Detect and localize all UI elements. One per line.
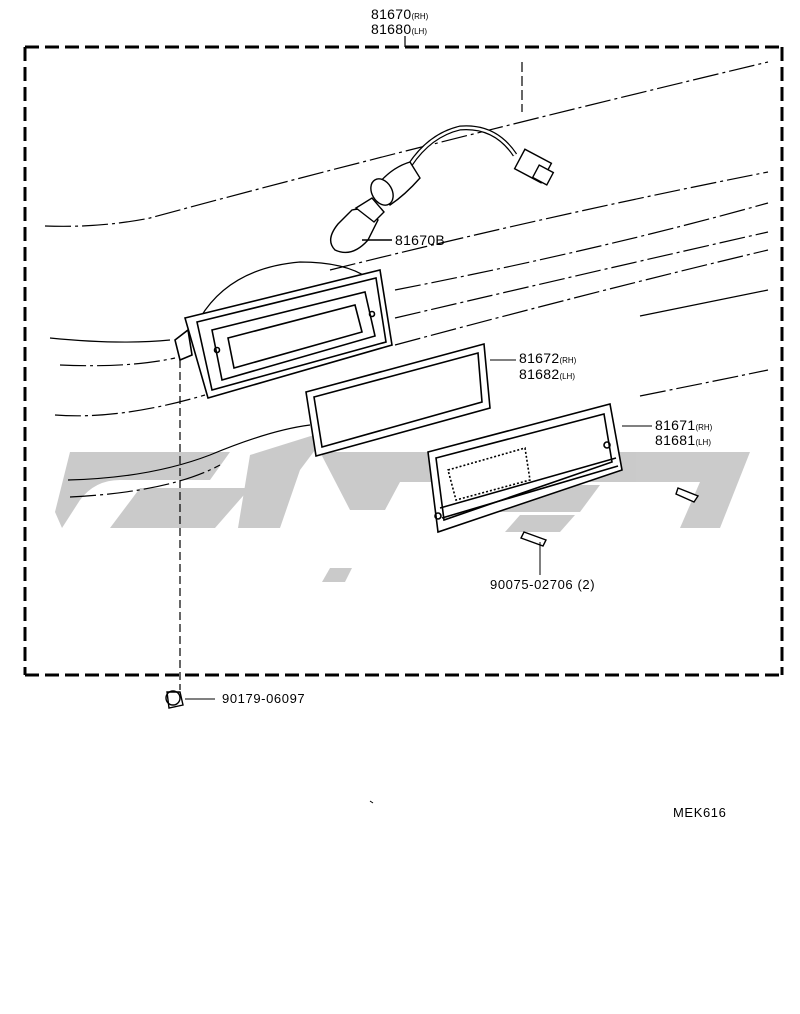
lens-81671	[427, 403, 652, 534]
screw-label: 90075-02706 (2)	[490, 577, 596, 592]
screw-90075-02706	[520, 487, 700, 575]
bulb-label: 81670B	[395, 232, 446, 248]
assembly-lh-label: 81680(LH)	[371, 21, 427, 37]
gasket-81672	[305, 342, 516, 458]
gasket-lh-label: 81682(LH)	[519, 366, 575, 382]
lamp-housing	[174, 261, 393, 399]
gasket-rh-label: 81672(RH)	[519, 350, 577, 366]
watermark-logo	[55, 430, 750, 582]
lens-rh-label: 81671(RH)	[655, 417, 713, 433]
clip-90179-06097	[165, 690, 215, 709]
body-panel-outline	[44, 61, 769, 690]
assembly-frame	[23, 36, 784, 677]
clip-label: 90179-06097	[222, 691, 306, 706]
bulb-81670B	[330, 197, 392, 254]
assembly-rh-label: 81670(RH)	[371, 6, 429, 22]
socket-harness	[370, 125, 555, 206]
lens-lh-label: 81681(LH)	[655, 432, 711, 448]
diagram-code: MEK616	[673, 805, 727, 820]
